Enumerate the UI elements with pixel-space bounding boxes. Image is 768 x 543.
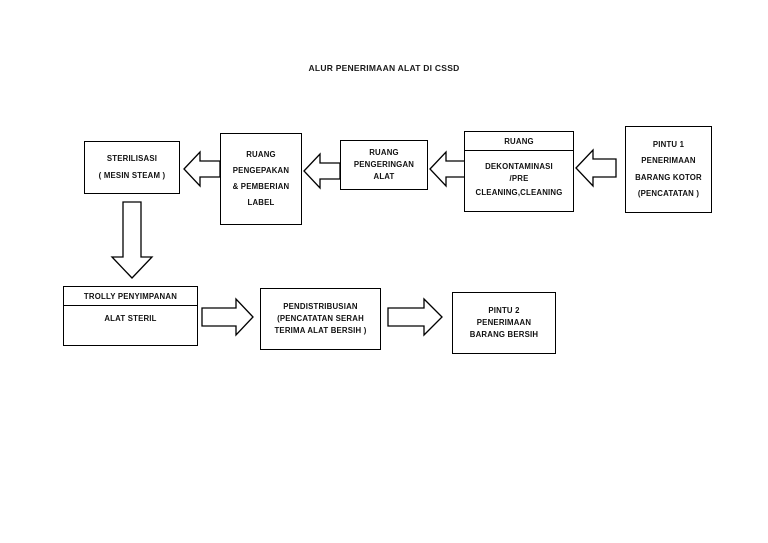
node-pendistribusian-line-2: (PENCATATAN SERAH [277, 313, 364, 323]
node-dekontaminasi-header: RUANG [465, 132, 573, 151]
node-dekontaminasi-line-1: DEKONTAMINASI [485, 161, 553, 171]
node-pengepakan-body: RUANG PENGEPAKAN & PEMBERIAN LABEL [221, 134, 301, 224]
node-pendistribusian[interactable]: PENDISTRIBUSIAN (PENCATATAN SERAH TERIMA… [260, 288, 381, 350]
node-dekontaminasi[interactable]: RUANG DEKONTAMINASI /PRE CLEANING,CLEANI… [464, 131, 574, 212]
node-pendistribusian-line-3: TERIMA ALAT BERSIH ) [274, 326, 367, 336]
arrow-pengeringan-to-pengepakan [302, 150, 342, 192]
node-dekontaminasi-line-3: CLEANING,CLEANING [475, 188, 563, 198]
node-pintu1-body: PINTU 1 PENERIMAAN BARANG KOTOR (PENCATA… [626, 127, 711, 212]
node-trolly[interactable]: TROLLY PENYIMPANAN ALAT STERIL [63, 286, 198, 346]
node-pintu2-body: PINTU 2 PENERIMAAN BARANG BERSIH [453, 293, 555, 353]
node-sterilisasi-line-1: STERILISASI [106, 154, 158, 164]
node-pintu2-line-2: PENERIMAAN [476, 317, 532, 327]
node-pintu1-line-4: (PENCATATAN ) [637, 188, 700, 198]
arrow-pendistribusian-to-pintu2 [386, 296, 444, 338]
node-pengepakan-line-2: PENGEPAKAN [232, 165, 290, 175]
node-pintu2-line-3: BARANG BERSIH [469, 330, 539, 340]
arrow-pintu1-to-dekontaminasi [574, 146, 618, 190]
arrow-sterilisasi-to-trolly [107, 199, 157, 281]
node-pintu1-line-3: BARANG KOTOR [635, 172, 702, 182]
node-pintu1[interactable]: PINTU 1 PENERIMAAN BARANG KOTOR (PENCATA… [625, 126, 712, 213]
node-pengepakan-line-4: LABEL [247, 198, 275, 208]
node-pengepakan-line-3: & PEMBERIAN [232, 182, 290, 191]
node-trolly-header: TROLLY PENYIMPANAN [64, 287, 197, 306]
node-trolly-body: ALAT STERIL [64, 306, 197, 345]
node-pintu1-line-1: PINTU 1 [652, 140, 685, 150]
node-pintu2-line-1: PINTU 2 [488, 305, 520, 315]
node-pengeringan-line-2: PENGERINGAN [353, 159, 415, 169]
node-pengepakan-line-1: RUANG [246, 149, 276, 159]
arrow-dekontaminasi-to-pengeringan [428, 148, 468, 190]
node-pendistribusian-line-1: PENDISTRIBUSIAN [283, 301, 358, 311]
node-sterilisasi-line-2: ( MESIN STEAM ) [98, 170, 166, 180]
node-pengeringan-line-3: ALAT [373, 172, 395, 182]
node-pengeringan-line-1: RUANG [369, 147, 399, 157]
arrow-pengepakan-to-sterilisasi [182, 148, 222, 190]
node-trolly-line-1: ALAT STERIL [104, 314, 157, 323]
node-dekontaminasi-body: DEKONTAMINASI /PRE CLEANING,CLEANING [465, 151, 573, 211]
node-sterilisasi-body: STERILISASI ( MESIN STEAM ) [85, 142, 179, 193]
diagram-title: ALUR PENERIMAAN ALAT DI CSSD [308, 63, 460, 73]
node-pintu2[interactable]: PINTU 2 PENERIMAAN BARANG BERSIH [452, 292, 556, 354]
node-pintu1-line-2: PENERIMAAN [641, 156, 696, 166]
arrow-trolly-to-pendistribusian [200, 296, 255, 338]
node-pengeringan[interactable]: RUANG PENGERINGAN ALAT [340, 140, 428, 190]
node-sterilisasi[interactable]: STERILISASI ( MESIN STEAM ) [84, 141, 180, 194]
node-pengeringan-body: RUANG PENGERINGAN ALAT [341, 141, 427, 189]
node-dekontaminasi-line-2: /PRE [509, 173, 529, 183]
node-pendistribusian-body: PENDISTRIBUSIAN (PENCATATAN SERAH TERIMA… [261, 289, 380, 349]
node-pengepakan[interactable]: RUANG PENGEPAKAN & PEMBERIAN LABEL [220, 133, 302, 225]
